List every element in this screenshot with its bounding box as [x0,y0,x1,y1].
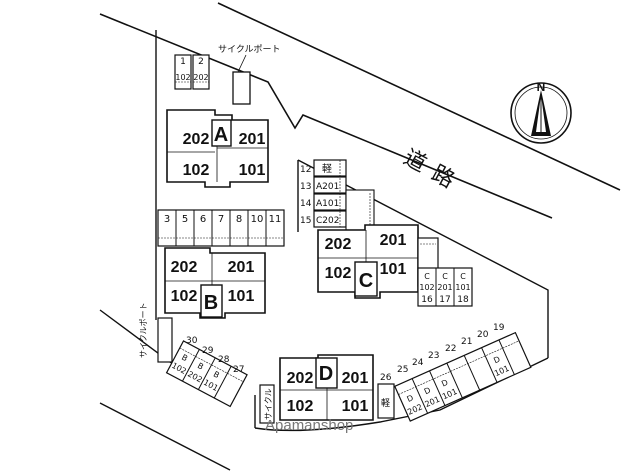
parking-1-num: 1 [180,57,186,67]
cycle-port-left-label: サイクルポート [139,302,148,358]
parking-27-num: 27 [233,365,244,375]
parking-25-d: D [405,393,414,404]
building-d-letter: D [319,363,333,385]
building-d-unit-202: 202 [287,370,314,387]
parking-29-b: B [196,361,205,372]
building-c-unit-202: 202 [325,236,352,253]
building-c-unit-101: 101 [380,261,407,278]
parking-21-num: 21 [461,337,472,347]
parking-24-num: 24 [412,358,424,368]
parking-8-num: 8 [236,214,242,225]
parking-15-num: 15 [300,216,311,226]
parking-top: 1 102 2 202 [174,54,210,90]
parking-26-num: 26 [380,373,392,383]
parking-18-c: C [460,272,466,281]
parking-mid-column: 12 13 14 15 軽 A201 A101 C202 [300,159,375,231]
building-a-unit-201: 201 [239,131,266,148]
cycle-port-top: サイクルポート [218,44,281,105]
cycle-port-left: サイクルポート [139,302,173,363]
parking-15-label: C202 [316,216,339,226]
parking-12-label: 軽 [322,163,332,175]
parking-3-num: 3 [164,214,170,225]
road-label-2: 路 [427,161,458,193]
building-b-unit-101: 101 [228,288,255,305]
parking-30-b: B [180,353,189,364]
parking-17-c: C [442,272,448,281]
building-c-letter: C [359,270,373,292]
building-b-unit-102: 102 [171,288,198,305]
parking-1-sub: 102 [175,73,190,82]
parking-2-sub: 202 [193,73,208,82]
parking-20-num: 20 [477,330,489,340]
parking-left-row: 3 5 6 7 8 10 11 [157,209,285,247]
building-d-unit-102: 102 [287,398,314,415]
parking-23-num: 23 [428,351,439,361]
building-a-letter: A [214,124,228,146]
parking-20-d: D [492,355,501,366]
road-char-2: 路 [427,161,458,193]
cycle-port-top-label: サイクルポート [218,44,281,55]
cycle-port-bottom-label: サイクル [264,388,273,420]
building-c-unit-102: 102 [325,265,352,282]
building-a-unit-102: 102 [183,162,210,179]
parking-11-num: 11 [269,214,282,225]
watermark: Apamanshop [265,417,353,434]
road-label-1: 道 [399,145,430,177]
site-boundary [99,30,549,471]
building-c-annex: C 102 16 C 201 17 C 101 18 [417,237,473,307]
building-b-unit-202: 202 [171,259,198,276]
building-a-unit-101: 101 [239,162,266,179]
parking-12-num: 12 [300,165,311,175]
building-b-unit-201: 201 [228,259,255,276]
building-d-unit-201: 201 [342,370,369,387]
parking-26: 26 軽 [377,373,395,419]
building-b-letter: B [204,292,218,314]
compass-north-icon: N [510,80,572,144]
parking-19-num: 19 [493,323,505,333]
building-d-unit-101: 101 [342,398,369,415]
building-d: D 202 201 102 101 [279,354,374,421]
parking-16-unit: 102 [419,283,434,292]
parking-30-num: 30 [186,336,198,346]
parking-26-label: 軽 [381,398,390,409]
parking-28-num: 28 [218,355,230,365]
parking-16-num: 16 [421,295,433,305]
building-c-unit-201: 201 [380,232,407,249]
parking-7-num: 7 [218,214,224,225]
parking-13-label: A201 [316,182,339,192]
parking-13-num: 13 [300,182,311,192]
building-c: C 202 201 102 101 [317,224,419,299]
parking-bottom-right: D 202 D 201 D 101 D 101 [393,331,532,422]
parking-6-num: 6 [200,214,206,225]
parking-22-num: 22 [445,344,456,354]
parking-10-num: 10 [251,214,264,225]
parking-bottom-left: B 102 B 202 B 101 [165,340,248,408]
compass-label: N [537,80,546,94]
building-a-unit-202: 202 [183,131,210,148]
parking-14-num: 14 [300,199,312,209]
parking-25-num: 25 [397,365,408,375]
building-b: B 202 201 102 101 [164,247,266,319]
building-a: A 202 201 102 101 [166,109,269,188]
road-char-1: 道 [399,145,430,177]
parking-18-num: 18 [457,295,469,305]
parking-14-label: A101 [316,199,339,209]
parking-2-num: 2 [198,57,204,67]
parking-17-num: 17 [439,295,450,305]
parking-5-num: 5 [182,214,188,225]
parking-17-unit: 201 [437,283,452,292]
parking-24-d: D [423,386,432,397]
parking-23-d: D [440,378,449,389]
parking-28-b: B [212,370,221,381]
parking-18-unit: 101 [455,283,470,292]
parking-29-num: 29 [202,346,214,356]
parking-16-c: C [424,272,430,281]
cycle-port-bottom: サイクル [259,384,275,424]
